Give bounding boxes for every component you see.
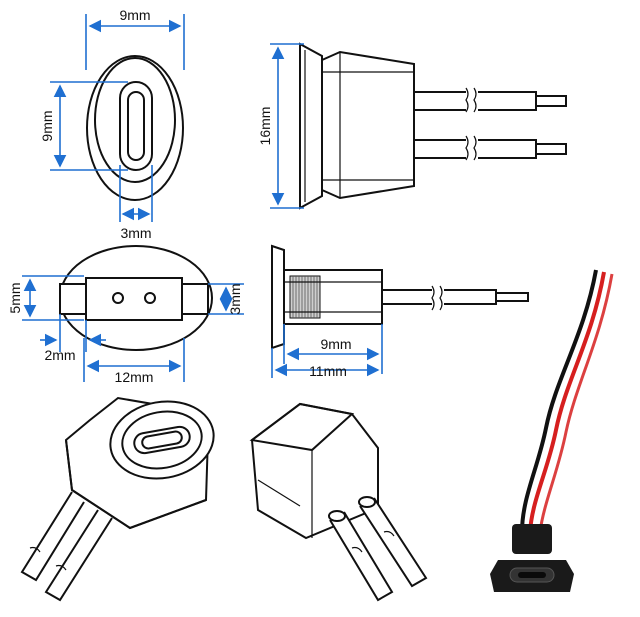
bottom-body xyxy=(85,277,183,321)
bottom-tab-label: 2mm xyxy=(44,347,75,363)
front-slot-width-label: 3mm xyxy=(120,225,151,241)
front-slot-height-label: 9mm xyxy=(39,110,55,141)
profile-body-label: 9mm xyxy=(320,336,351,352)
front-view xyxy=(86,55,184,201)
side-body xyxy=(321,50,415,200)
wire-red xyxy=(528,271,606,533)
side-height-label: 16mm xyxy=(257,107,273,146)
bottom-dimensions: 5mm 3mm 2mm 12mm xyxy=(7,275,244,385)
bottom-right-tab-label: 3mm xyxy=(227,283,243,314)
bottom-width-label: 12mm xyxy=(115,369,154,385)
connector-photo xyxy=(490,269,614,592)
side-flange xyxy=(299,42,323,210)
side-wires xyxy=(414,87,567,161)
front-inner-oval xyxy=(94,57,176,183)
isometric-front xyxy=(20,396,215,602)
profile-wire xyxy=(382,285,529,311)
bottom-view xyxy=(59,245,213,351)
front-dimensions: 9mm 9mm 3mm xyxy=(39,7,185,241)
profile-dimensions: 9mm 11mm xyxy=(271,324,383,379)
connector-shell xyxy=(512,524,552,554)
profile-total-label: 11mm xyxy=(309,363,347,379)
wire-black xyxy=(520,269,598,533)
bottom-hole-right xyxy=(144,292,156,304)
bottom-left-tab xyxy=(59,283,87,315)
side-dimensions: 16mm xyxy=(257,43,304,209)
profile-flange xyxy=(271,244,285,350)
front-slot-frame xyxy=(119,81,153,171)
profile-view xyxy=(271,244,529,350)
bottom-hole-left xyxy=(112,292,124,304)
side-view xyxy=(299,42,567,210)
front-slot xyxy=(127,91,145,161)
bottom-right-tab xyxy=(181,283,209,315)
front-width-label: 9mm xyxy=(119,7,150,23)
isometric-back xyxy=(249,402,428,602)
bottom-height-label: 5mm xyxy=(7,282,23,313)
